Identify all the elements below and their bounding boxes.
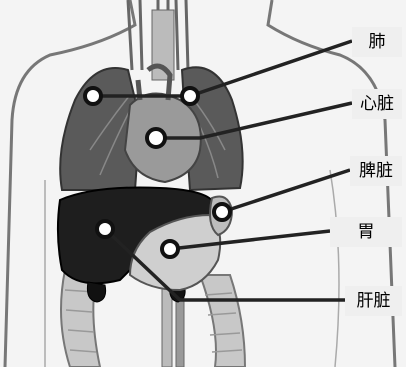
heart-marker [147, 129, 165, 147]
lungs-marker-left [85, 88, 101, 104]
spleen-marker [214, 204, 230, 220]
label-stomach: 胃 [330, 217, 402, 247]
stomach-marker [162, 241, 178, 257]
label-lungs: 肺 [352, 27, 402, 57]
label-spleen: 脾脏 [350, 156, 402, 186]
label-heart: 心脏 [352, 89, 402, 119]
liver-marker [97, 221, 113, 237]
label-liver: 肝脏 [345, 286, 402, 316]
lungs-marker-right [182, 88, 198, 104]
